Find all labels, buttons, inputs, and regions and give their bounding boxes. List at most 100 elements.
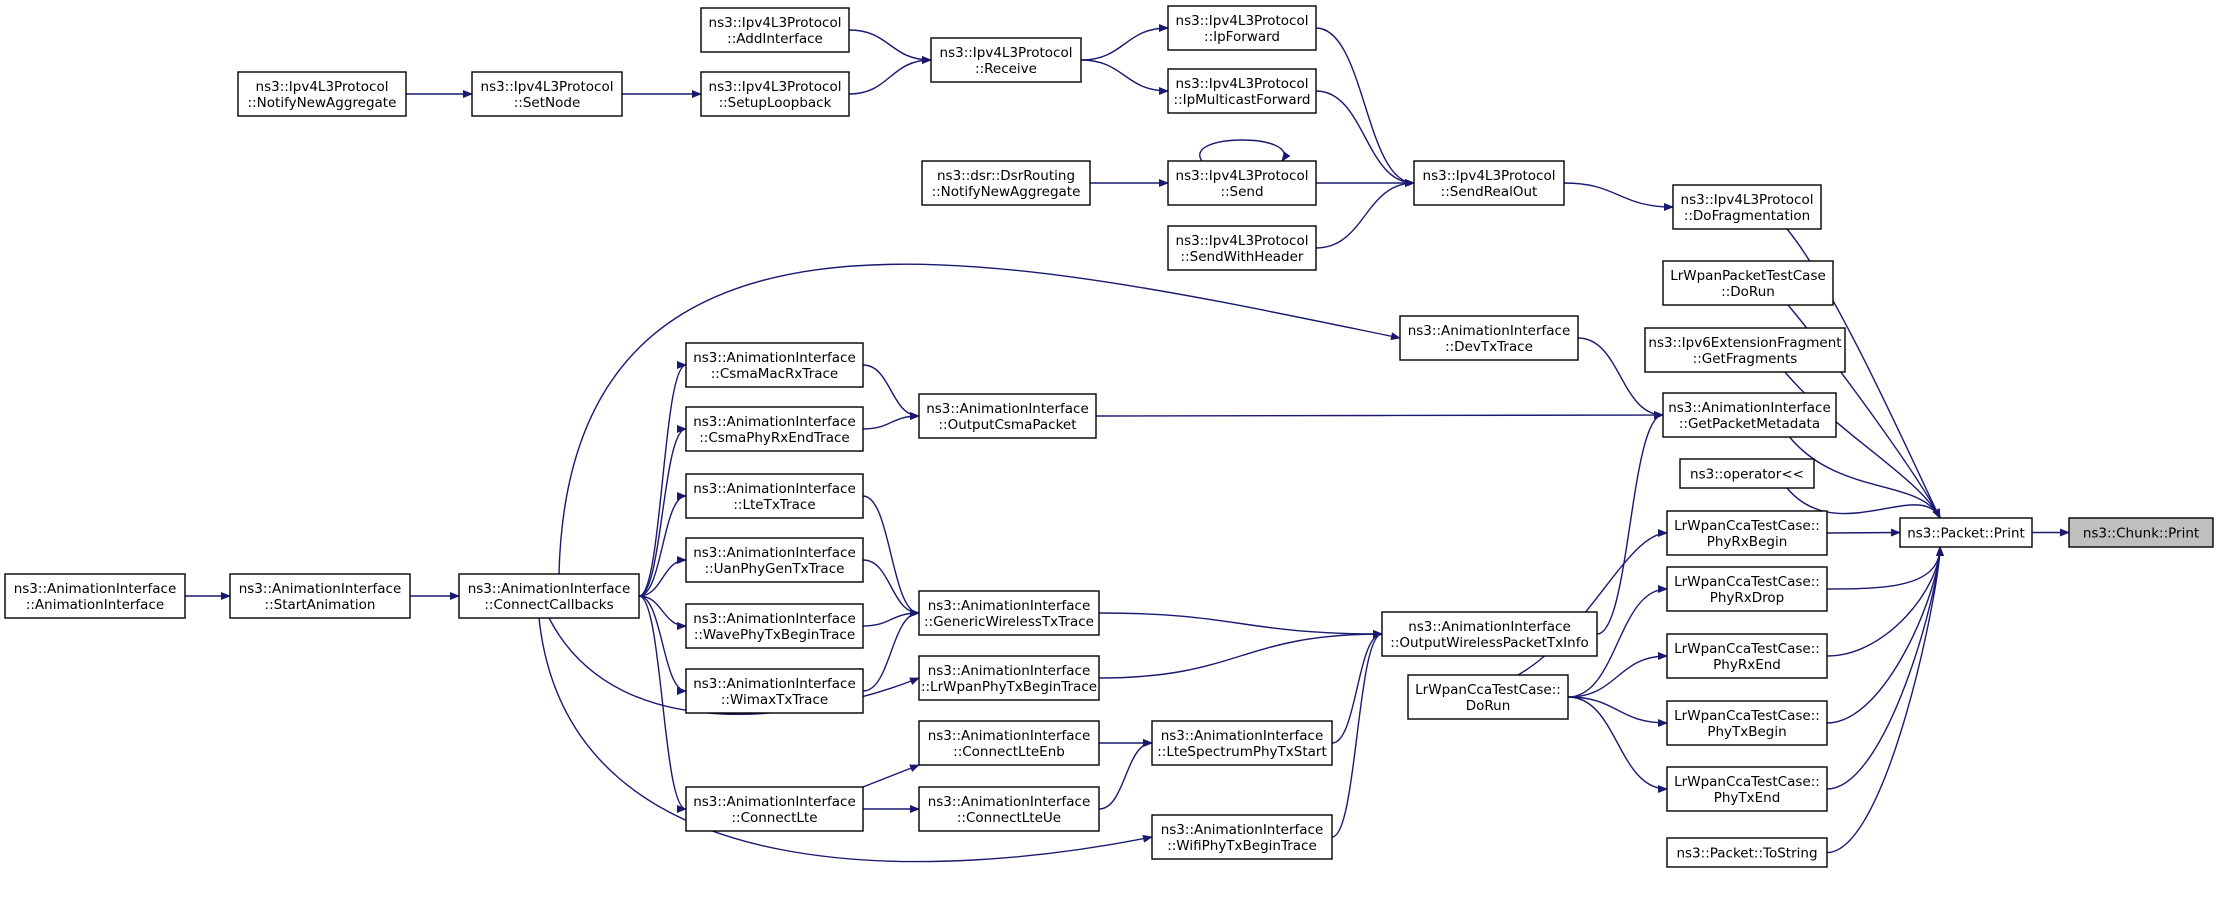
edge-wimaxtxtrace-to-genericwirelesstxtrace: [862, 609, 920, 692]
edge-addinterface-to-receive: [848, 29, 932, 64]
node-phyrxdrop[interactable]: LrWpanCcaTestCase::PhyRxDrop: [1666, 566, 1828, 612]
node-outputwirelesspackettxinfo[interactable]: ns3::AnimationInterface::OutputWirelessP…: [1381, 611, 1598, 657]
node-connectlteenb[interactable]: ns3::AnimationInterface::ConnectLteEnb: [918, 720, 1100, 766]
node-setuploopback[interactable]: ns3::Ipv4L3Protocol::SetupLoopback: [700, 71, 850, 117]
node-ipforward[interactable]: ns3::Ipv4L3Protocol::IpForward: [1167, 5, 1317, 51]
node-label-line: LrWpanCcaTestCase::: [1674, 774, 1820, 790]
node-label-line: ::AddInterface: [727, 31, 823, 47]
node-label-line: ns3::Ipv4L3Protocol: [1176, 76, 1309, 92]
node-label-line: ::SetupLoopback: [719, 95, 832, 111]
node-box: [1666, 837, 1828, 868]
node-box: [685, 603, 864, 649]
node-phyrxend[interactable]: LrWpanCcaTestCase::PhyRxEnd: [1666, 633, 1828, 679]
node-label-line: ::OutputWirelessPacketTxInfo: [1390, 635, 1588, 651]
node-label-line: ::IpForward: [1204, 29, 1280, 45]
node-sendwithheader[interactable]: ns3::Ipv4L3Protocol::SendWithHeader: [1167, 225, 1317, 271]
edge-phyrxbegin-to-packet-print: [1826, 528, 1901, 537]
node-csmamacrxtrace[interactable]: ns3::AnimationInterface::CsmaMacRxTrace: [685, 342, 864, 388]
node-notifynewaggregate-ipv4[interactable]: ns3::Ipv4L3Protocol::NotifyNewAggregate: [237, 71, 407, 117]
node-phyrxbegin[interactable]: LrWpanCcaTestCase::PhyRxBegin: [1666, 510, 1828, 556]
node-label-line: ns3::Packet::Print: [1907, 526, 2025, 542]
edge-receive-to-ipmulticastforward: [1080, 59, 1169, 95]
node-cca-dorun[interactable]: LrWpanCcaTestCase::DoRun: [1407, 674, 1569, 720]
edge-csmamacrxtrace-to-outputcsmapacket: [862, 364, 920, 420]
node-packet-print[interactable]: ns3::Packet::Print: [1899, 517, 2033, 548]
node-dofragmentation[interactable]: ns3::Ipv4L3Protocol::DoFragmentation: [1672, 184, 1822, 230]
node-label-line: ns3::AnimationInterface: [693, 794, 856, 810]
node-dsr-notifynewaggregate[interactable]: ns3::dsr::DsrRouting::NotifyNewAggregate: [921, 160, 1091, 206]
node-label-line: ns3::AnimationInterface: [693, 545, 856, 561]
edge-ltespectrumphytxstart-to-outputwirelesspackettxinfo: [1331, 630, 1383, 744]
node-devtxtrace[interactable]: ns3::AnimationInterface::DevTxTrace: [1399, 315, 1579, 361]
edge-connectcallbacks-to-csmaphyrxendtrace: [638, 425, 687, 597]
node-operator-out[interactable]: ns3::operator<<: [1679, 458, 1815, 489]
node-label-line: ::SendRealOut: [1441, 184, 1538, 200]
node-startanimation[interactable]: ns3::AnimationInterface::StartAnimation: [229, 573, 411, 619]
node-wavephytxbegintrace[interactable]: ns3::AnimationInterface::WavePhyTxBeginT…: [685, 603, 864, 649]
node-setnode[interactable]: ns3::Ipv4L3Protocol::SetNode: [471, 71, 623, 117]
node-label-line: ns3::Ipv4L3Protocol: [481, 79, 614, 95]
node-label-line: ::IpMulticastForward: [1174, 92, 1311, 108]
node-box: [1662, 260, 1834, 306]
node-animationinterface-ctor[interactable]: ns3::AnimationInterface::AnimationInterf…: [4, 573, 186, 619]
node-csmaphyrxendtrace[interactable]: ns3::AnimationInterface::CsmaPhyRxEndTra…: [685, 406, 864, 452]
node-label-line: PhyRxEnd: [1713, 657, 1781, 673]
node-phytxbegin[interactable]: LrWpanCcaTestCase::PhyTxBegin: [1666, 700, 1828, 746]
node-label-line: ns3::AnimationInterface: [693, 676, 856, 692]
node-label-line: ns3::dsr::DsrRouting: [937, 168, 1075, 184]
node-send[interactable]: ns3::Ipv4L3Protocol::Send: [1167, 160, 1317, 206]
node-ipv6ext-getfragments[interactable]: ns3::Ipv6ExtensionFragment::GetFragments: [1644, 327, 1846, 373]
node-connectlte[interactable]: ns3::AnimationInterface::ConnectLte: [685, 786, 864, 832]
edge-packet-tostring-to-packet-print: [1826, 546, 1944, 854]
node-label-line: ns3::operator<<: [1690, 467, 1804, 483]
node-genericwirelesstxtrace[interactable]: ns3::AnimationInterface::GenericWireless…: [918, 590, 1100, 636]
edge-ltetxtrace-to-genericwirelesstxtrace: [862, 495, 920, 617]
node-wimaxtxtrace[interactable]: ns3::AnimationInterface::WimaxTxTrace: [685, 668, 864, 714]
node-lrwpanphytxbegintrace[interactable]: ns3::AnimationInterface::LrWpanPhyTxBegi…: [918, 655, 1100, 701]
node-label-line: ::WimaxTxTrace: [721, 692, 828, 708]
edge-genericwirelesstxtrace-to-outputwirelesspackettxinfo: [1098, 612, 1383, 638]
edge-connectcallbacks-to-uanphygentxtrace: [638, 556, 687, 597]
node-ipmulticastforward[interactable]: ns3::Ipv4L3Protocol::IpMulticastForward: [1167, 68, 1317, 114]
node-label-line: ::SendWithHeader: [1181, 249, 1304, 265]
node-connectlteue[interactable]: ns3::AnimationInterface::ConnectLteUe: [918, 786, 1100, 832]
node-box: [1381, 611, 1598, 657]
node-label-line: ns3::AnimationInterface: [928, 663, 1091, 679]
node-label-line: ::GenericWirelessTxTrace: [924, 614, 1094, 630]
node-addinterface[interactable]: ns3::Ipv4L3Protocol::AddInterface: [700, 7, 850, 53]
edge-sendrealout-to-dofragmentation: [1563, 182, 1674, 211]
node-chunk-print[interactable]: ns3::Chunk::Print: [2068, 517, 2214, 548]
node-label-line: ns3::AnimationInterface: [1161, 822, 1324, 838]
node-box: [1666, 700, 1828, 746]
node-label-line: LrWpanCcaTestCase::: [1674, 518, 1820, 534]
node-box: [229, 573, 411, 619]
node-receive[interactable]: ns3::Ipv4L3Protocol::Receive: [930, 37, 1082, 83]
node-label-line: ::UanPhyGenTxTrace: [705, 561, 845, 577]
node-connectcallbacks[interactable]: ns3::AnimationInterface::ConnectCallback…: [458, 573, 640, 619]
node-label-line: PhyRxDrop: [1710, 590, 1785, 606]
node-sendrealout[interactable]: ns3::Ipv4L3Protocol::SendRealOut: [1413, 160, 1565, 206]
node-packet-tostring[interactable]: ns3::Packet::ToString: [1666, 837, 1828, 868]
node-label-line: ::WifiPhyTxBeginTrace: [1167, 838, 1317, 854]
node-ltespectrumphytxstart[interactable]: ns3::AnimationInterface::LteSpectrumPhyT…: [1151, 720, 1333, 766]
node-label-line: LrWpanCcaTestCase::: [1674, 641, 1820, 657]
node-ltetxtrace[interactable]: ns3::AnimationInterface::LteTxTrace: [685, 473, 864, 519]
node-label-line: ns3::Ipv4L3Protocol: [1681, 192, 1814, 208]
node-wifiphytxbegintrace[interactable]: ns3::AnimationInterface::WifiPhyTxBeginT…: [1151, 814, 1333, 860]
edge-lrwpanphytxbegintrace-to-outputwirelesspackettxinfo: [1098, 630, 1383, 679]
node-lrwpan-packet-dorun[interactable]: LrWpanPacketTestCase::DoRun: [1662, 260, 1834, 306]
node-phytxend[interactable]: LrWpanCcaTestCase::PhyTxEnd: [1666, 766, 1828, 812]
node-uanphygentxtrace[interactable]: ns3::AnimationInterface::UanPhyGenTxTrac…: [685, 537, 864, 583]
node-label-line: ns3::Ipv4L3Protocol: [709, 15, 842, 31]
node-label-line: ns3::Ipv4L3Protocol: [1176, 233, 1309, 249]
node-outputcsmapacket[interactable]: ns3::AnimationInterface::OutputCsmaPacke…: [918, 393, 1097, 439]
node-getpacketmetadata[interactable]: ns3::AnimationInterface::GetPacketMetada…: [1662, 392, 1837, 438]
node-label-line: ::GetPacketMetadata: [1679, 416, 1820, 432]
node-box: [458, 573, 640, 619]
edge-wifiphytxbegintrace-to-outputwirelesspackettxinfo: [1331, 630, 1383, 838]
edge-phyrxend-to-packet-print: [1826, 546, 1944, 657]
function-nodes: ns3::Chunk::Printns3::Packet::Printns3::…: [4, 5, 2214, 868]
node-label-line: ::DoFragmentation: [1684, 208, 1810, 224]
node-label-line: ::NotifyNewAggregate: [248, 95, 397, 111]
node-box: [1679, 458, 1815, 489]
